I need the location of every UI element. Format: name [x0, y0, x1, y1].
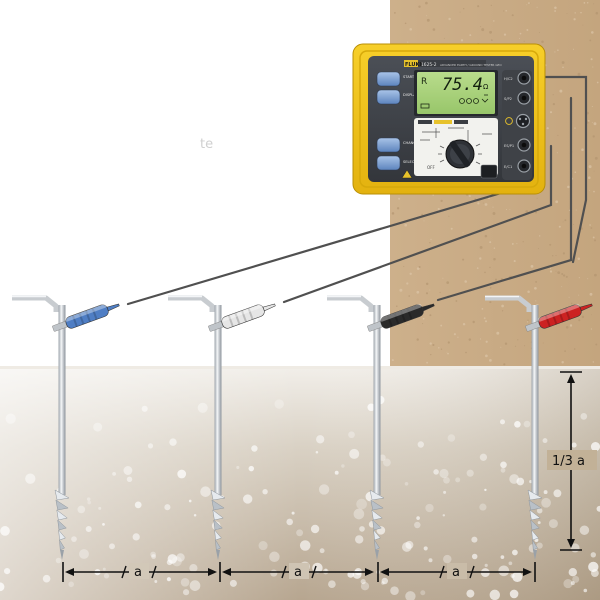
lead-white [282, 144, 553, 304]
battery-door-icon [480, 164, 498, 179]
stake-handle [485, 295, 532, 312]
terminal-e-c1[interactable]: E/C1 [504, 159, 531, 173]
spacing-label-2: a [294, 565, 302, 580]
brand-logo [404, 60, 418, 67]
terminal-es-p1[interactable]: ES/P1 [504, 138, 531, 152]
meter-subtitle: ADVANCED EARTH / GROUND TESTER GEO [440, 63, 502, 67]
lead-clip [208, 303, 276, 332]
ground-stake-1 [12, 295, 120, 560]
lead-clip [525, 303, 593, 332]
terminal-es-p1-label: ES/P1 [504, 144, 514, 148]
spacing-label-3: a [452, 565, 460, 580]
terminal-panel: H/C2 S/P2 ES/P1 E/C1 [401, 70, 532, 180]
lcd-reading: 75.4 [442, 75, 483, 95]
ground-stakes [12, 295, 593, 560]
brand-name: FLUKE [405, 62, 423, 68]
terminal-clamp-jack[interactable] [505, 113, 531, 129]
lead-red [523, 75, 588, 264]
terminal-e-c1-label: E/C1 [504, 165, 512, 169]
lcd-indicators [420, 94, 489, 109]
stake-twist-point [54, 489, 70, 560]
terminal-s-p2[interactable]: S/P2 [504, 91, 531, 105]
ground-cross-section [0, 366, 600, 600]
terminal-s-p2-label: S/P2 [504, 97, 512, 101]
select-label: SELECT [403, 160, 417, 164]
depth-dimension: 1/3 a [547, 371, 597, 551]
start-test-button[interactable] [376, 71, 401, 87]
terminal-h-c2[interactable]: H/C2 [504, 71, 531, 85]
model-number: 1625-2 [421, 62, 437, 68]
depth-label: 1/3 a [552, 454, 585, 469]
lcd-unit: Ω [483, 83, 489, 91]
select-button[interactable] [376, 155, 401, 171]
lead-clip [367, 303, 435, 332]
terminal-h-c2-label: H/C2 [504, 77, 513, 81]
ground-tester-meter: FLUKE 1625-2 ADVANCED EARTH / GROUND TES… [352, 43, 546, 195]
lead-clip [52, 303, 120, 332]
ground-stake-2 [168, 295, 276, 560]
lcd-display: R 75.4 Ω [414, 70, 498, 116]
start-test-label: START TEST [403, 75, 425, 79]
stake-handle [12, 295, 59, 312]
display-menu-button[interactable] [376, 89, 401, 105]
spacing-dimension-2: a [219, 562, 374, 582]
dial-knob[interactable] [449, 140, 471, 168]
stake-twist-point [527, 489, 543, 560]
stake-shaft [373, 305, 381, 495]
stake-shaft [531, 305, 539, 495]
change-item-button[interactable] [376, 137, 401, 153]
stake-handle [327, 295, 374, 312]
stake-twist-point [210, 489, 226, 560]
stake-shaft [58, 305, 66, 495]
wall-mark: te [200, 137, 213, 152]
spacing-dimension-3: a [377, 562, 536, 582]
warning-icon [401, 169, 413, 179]
dial-off-label: OFF [427, 165, 435, 170]
stake-shaft [214, 305, 222, 495]
dimension-annotations: a a a 1/3 a [62, 371, 597, 582]
spacing-dimension-1: a [62, 562, 217, 582]
ground-stake-4 [485, 295, 593, 560]
ground-stake-3 [327, 295, 435, 560]
function-selector-panel: OFF [414, 118, 498, 176]
lcd-mode: R [421, 77, 427, 87]
stake-twist-point [369, 489, 385, 560]
lead-black [436, 96, 573, 302]
spacing-label-1: a [134, 565, 142, 580]
stake-handle [168, 295, 215, 312]
